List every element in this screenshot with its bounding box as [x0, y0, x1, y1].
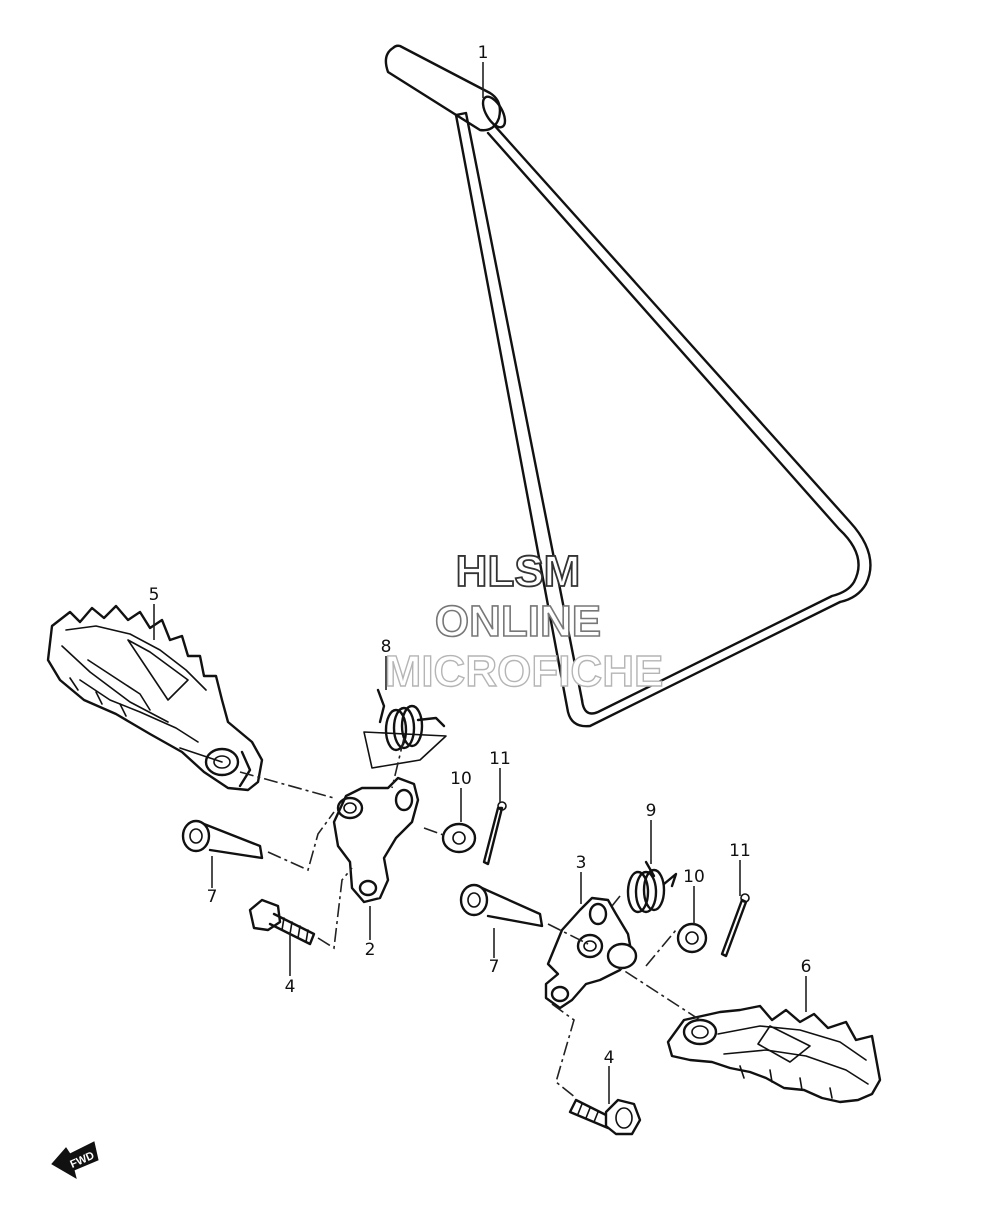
watermark-line-2: ONLINE: [435, 597, 601, 646]
fwd-arrow-icon: FWD: [51, 1141, 99, 1180]
washer-part-10-upper[interactable]: [441, 822, 477, 854]
pin-part-7-left[interactable]: [181, 819, 264, 860]
cotter-pin-part-11-lower[interactable]: [720, 893, 750, 958]
callout-3: 3: [576, 853, 587, 873]
callout-5: 5: [149, 585, 160, 605]
callout-1: 1: [478, 43, 489, 63]
callout-10-lower: 10: [683, 867, 705, 887]
bolt-part-4-right[interactable]: [568, 1098, 642, 1136]
callout-7-right: 7: [489, 957, 500, 977]
callout-11-lower: 11: [729, 841, 751, 861]
callout-10-upper: 10: [450, 769, 472, 789]
watermark: HLSM ONLINE MICROFICHE: [384, 546, 664, 697]
footrest-left-part-5[interactable]: [46, 604, 264, 792]
leader-lines: [153, 62, 807, 1104]
spring-part-9[interactable]: [626, 860, 678, 914]
pin-part-7-right[interactable]: [459, 883, 544, 928]
assembly-lines: [239, 737, 701, 1099]
callout-8: 8: [381, 637, 392, 657]
callout-11-upper: 11: [489, 749, 511, 769]
callout-4-left: 4: [285, 977, 296, 997]
callout-4-right: 4: [604, 1048, 615, 1068]
washer-part-10-lower[interactable]: [676, 922, 708, 954]
bolt-part-4-left[interactable]: [248, 898, 316, 946]
bracket-left-part-2[interactable]: [332, 776, 420, 904]
callout-labels: 1 2 3 4 4 5 6 7 7 8 9 10 10 11 11: [149, 43, 812, 1068]
stand-part-1[interactable]: [384, 44, 872, 728]
cotter-pin-part-11-upper[interactable]: [482, 801, 507, 866]
callout-7-left: 7: [207, 887, 218, 907]
callout-9: 9: [646, 801, 657, 821]
bracket-right-part-3[interactable]: [544, 896, 638, 1010]
footrest-right-part-6[interactable]: [666, 1004, 882, 1104]
callout-6: 6: [801, 957, 812, 977]
watermark-line-3: MICROFICHE: [385, 647, 664, 696]
spring-part-8[interactable]: [363, 688, 447, 769]
watermark-line-1: HLSM: [456, 547, 581, 596]
callout-2: 2: [365, 940, 376, 960]
